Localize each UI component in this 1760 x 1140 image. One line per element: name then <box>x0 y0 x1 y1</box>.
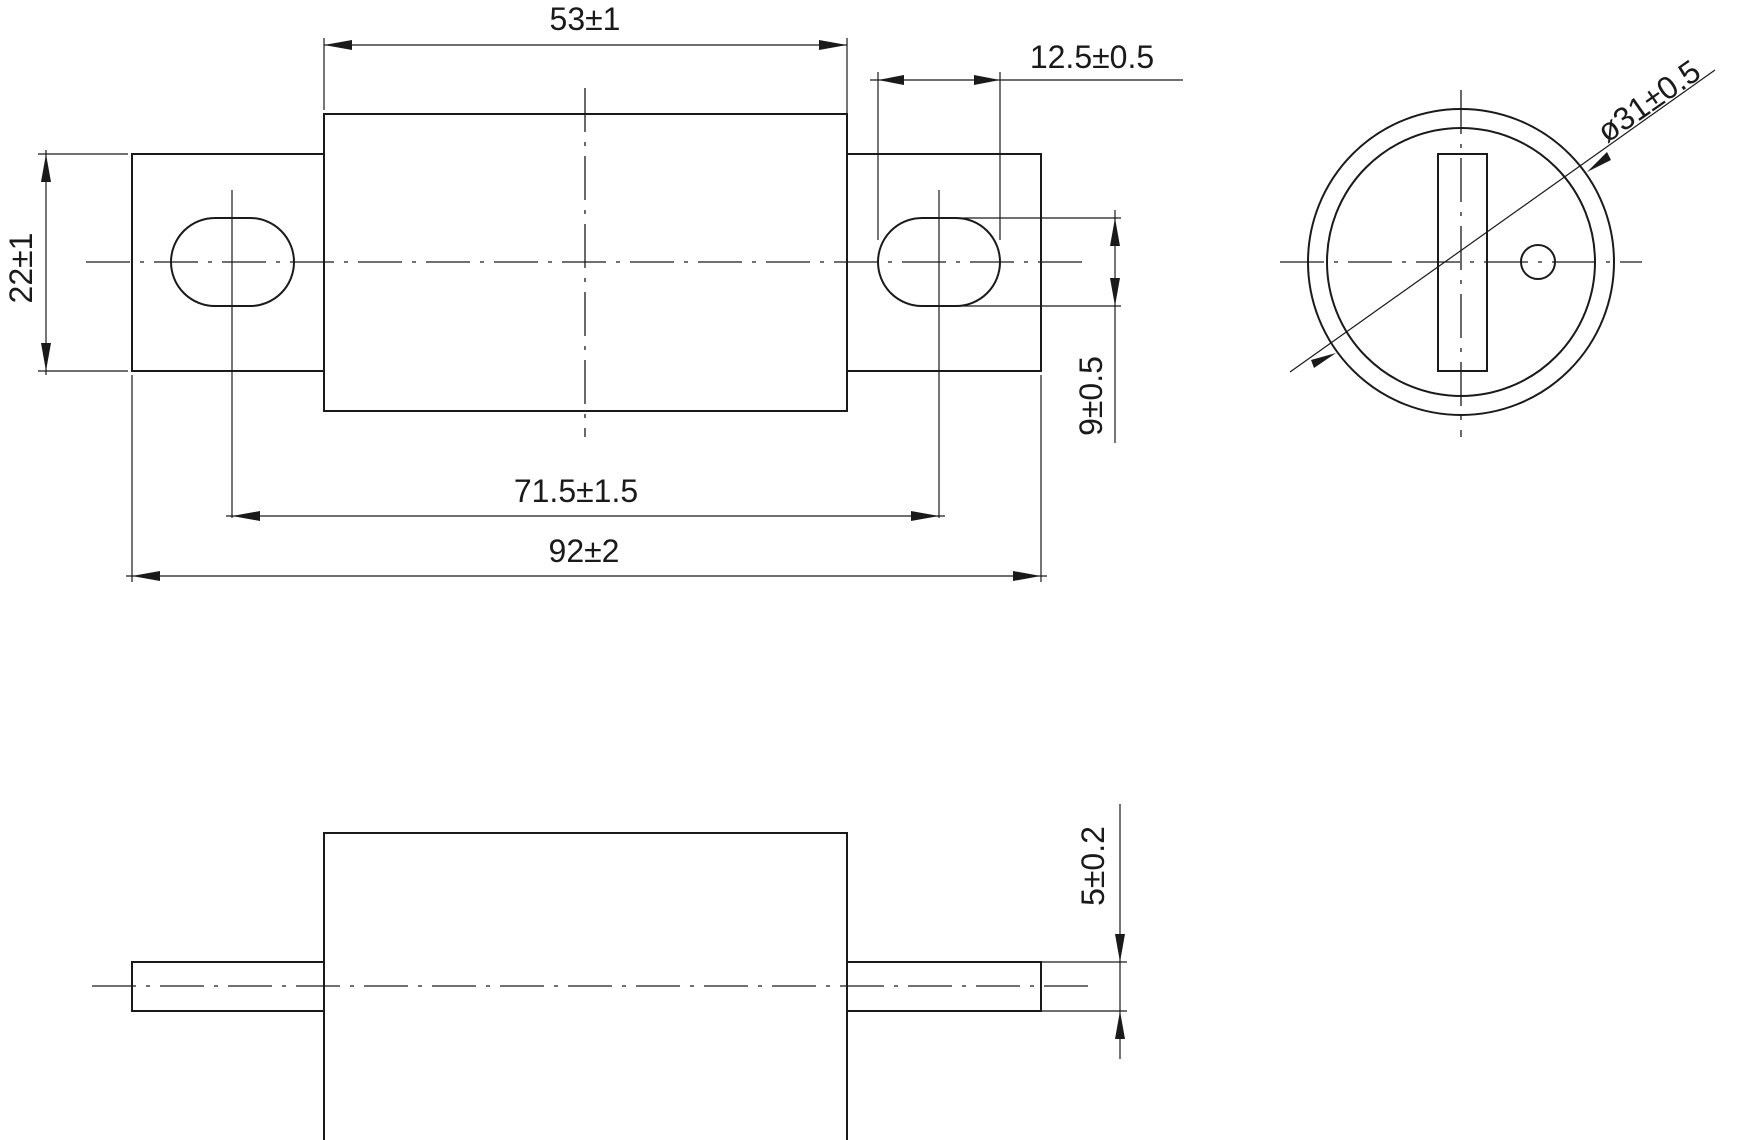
dim-overall-length: 92±2 <box>549 533 620 569</box>
dim-hole-spacing: 71.5±1.5 <box>514 473 638 509</box>
front-view: 53±1 12.5±0.5 22±1 9±0.5 71.5±1.5 9 <box>3 1 1183 582</box>
dim-tab-height: 22±1 <box>3 233 39 304</box>
dim-body-length: 53±1 <box>550 1 621 37</box>
side-body <box>323 832 848 1140</box>
dim-diameter: ø31±0.5 <box>1590 53 1707 150</box>
dim-slot-width: 12.5±0.5 <box>1030 39 1154 75</box>
end-view: ø31±0.5 <box>1280 53 1716 437</box>
dim-slot-height: 9±0.5 <box>1073 356 1109 436</box>
dim-tab-thickness: 5±0.2 <box>1075 826 1111 906</box>
side-view: 5±0.2 <box>92 804 1127 1140</box>
